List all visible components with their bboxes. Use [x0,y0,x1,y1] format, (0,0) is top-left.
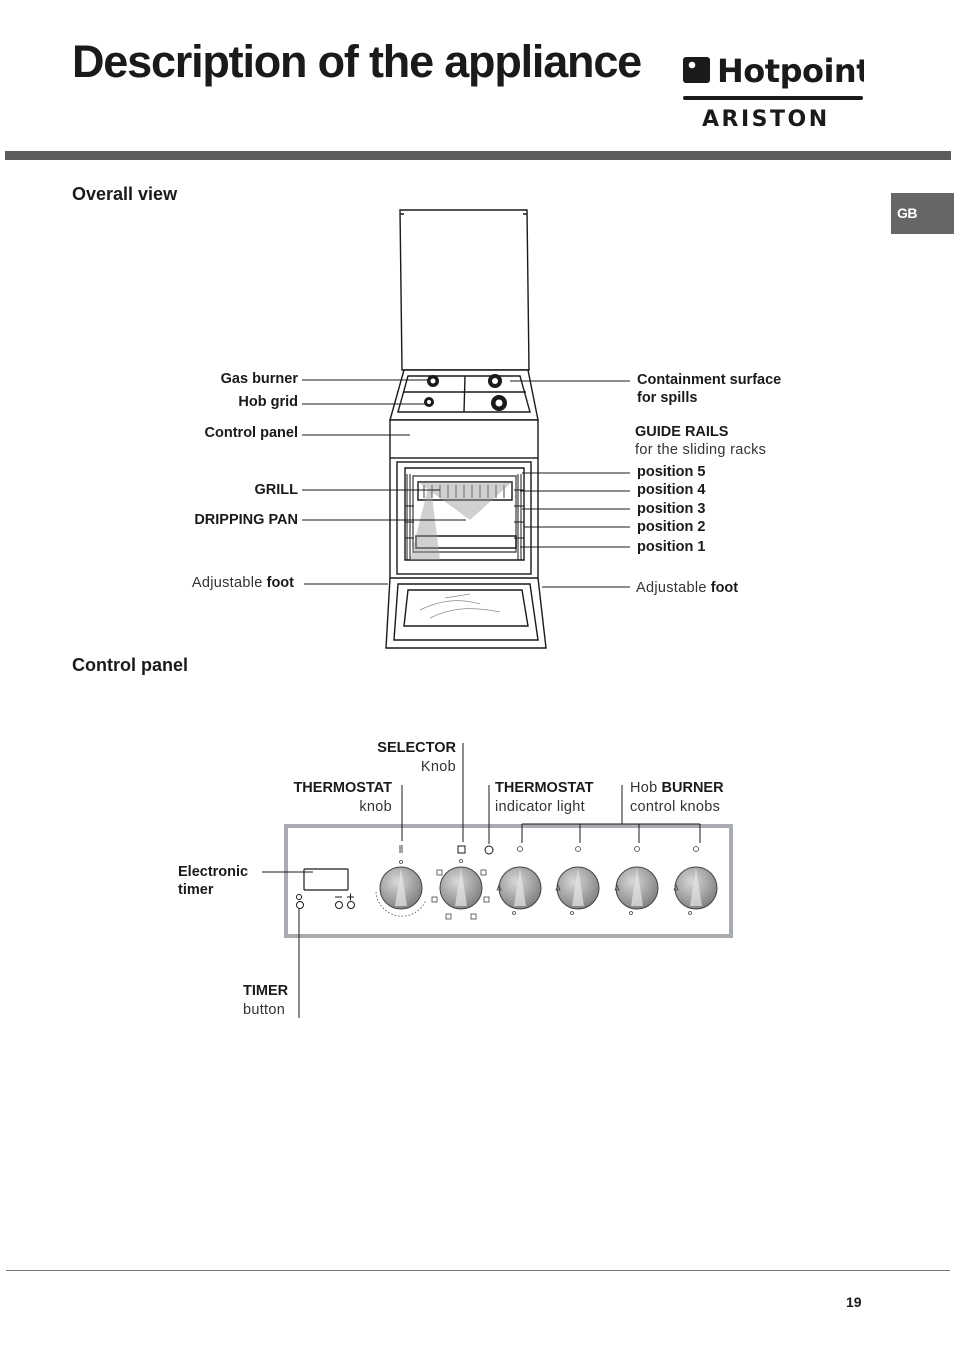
label-control-panel: Control panel [204,425,298,441]
overall-view-heading: Overall view [72,184,178,204]
label-thermostat-sub: knob [359,799,392,815]
label-selector: SELECTOR [377,740,456,756]
label-selector-sub: Knob [420,759,456,775]
cooker-diagram [302,209,630,649]
label-electronic: Electronic [178,864,249,880]
label-hob-grid: Hob grid [238,394,298,410]
page-title: Description of the appliance [72,36,642,87]
brand-logo: Hotpoint ARISTON [682,52,872,134]
label-dripping-pan: DRIPPING PAN [194,512,298,528]
label-guide-rails-sub: for the sliding racks [635,442,767,458]
language-tab: GB [891,193,954,234]
label-position-5: position 5 [637,464,706,480]
label-position-2: position 2 [637,519,706,535]
header-rule [5,151,951,160]
label-hob-burner: Hob BURNER [630,780,724,796]
label-timer-word: timer [178,882,214,898]
footer-rule [6,1270,950,1271]
label-guide-rails: GUIDE RAILS [635,424,729,440]
label-timer-sub: button [243,1002,286,1018]
label-grill: GRILL [254,482,299,498]
page-number: 19 [846,1294,862,1310]
label-containment-2: for spills [637,390,698,406]
brand-name: Hotpoint [717,54,864,90]
label-gas-burner: Gas burner [220,371,298,387]
label-thermostat-light: THERMOSTAT [495,780,594,796]
label-adjustable-foot-right: Adjustable foot [636,580,739,596]
control-panel-heading: Control panel [72,655,188,675]
control-panel-diagram [0,730,954,1030]
label-thermostat: THERMOSTAT [293,780,392,796]
label-thermostat-light-sub: indicator light [495,799,585,815]
label-position-1: position 1 [637,539,706,555]
label-adjustable-foot-left: Adjustable foot [191,575,294,591]
label-containment-1: Containment surface [637,372,782,388]
label-timer: TIMER [243,983,289,999]
label-burner-sub: control knobs [630,799,721,815]
brand-sub: ARISTON [702,107,830,132]
label-position-4: position 4 [637,482,706,498]
label-position-3: position 3 [637,501,706,517]
